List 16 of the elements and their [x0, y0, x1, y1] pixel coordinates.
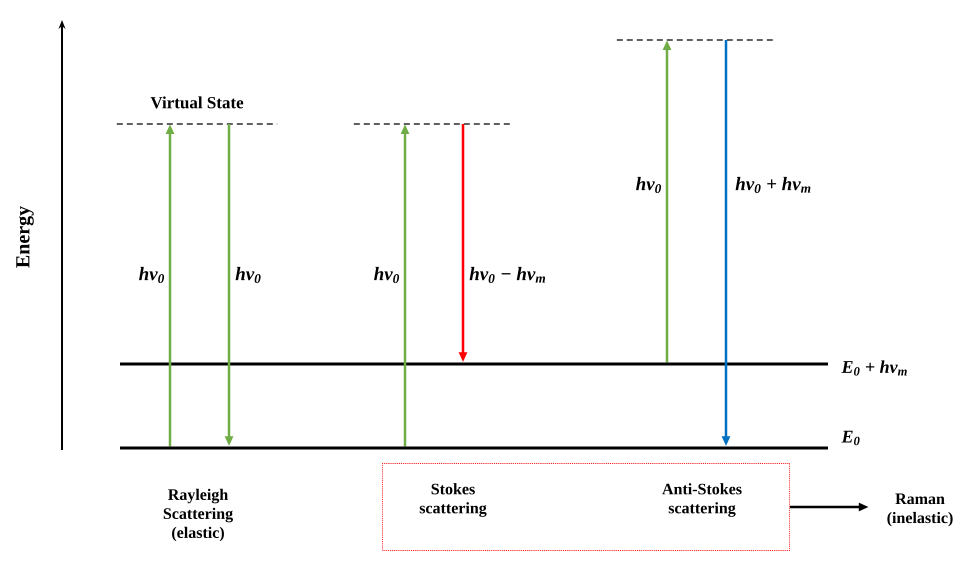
virtual-state-line — [616, 39, 776, 41]
raman-label: Raman (inelastic) — [887, 494, 953, 526]
virtual-state-line — [354, 123, 512, 125]
scattering-label: Stokes scattering — [420, 483, 487, 517]
caption-text: Rayleigh Scattering (elastic) — [164, 488, 233, 542]
level-label: Virtual State — [150, 96, 244, 108]
edge-label: hv$_{0}$ − hv$_{m}$ — [470, 266, 546, 284]
level-label: E$_{0}$ + hv$_{m}$ — [841, 360, 907, 376]
axis-title: Energy — [16, 206, 34, 268]
level-label: E$_{0}$ — [841, 430, 860, 446]
edge-label: hv$_{0}$ + hv$_{m}$ — [736, 176, 810, 194]
edge-label: hv$_{0}$ — [636, 176, 662, 194]
scattering-label: Anti-Stokes scattering — [662, 483, 742, 517]
edge-label: hv$_{0}$ — [236, 266, 261, 284]
edge-label: hv$_{0}$ — [374, 266, 400, 284]
edge-label: hv$_{0}$ — [139, 266, 164, 284]
